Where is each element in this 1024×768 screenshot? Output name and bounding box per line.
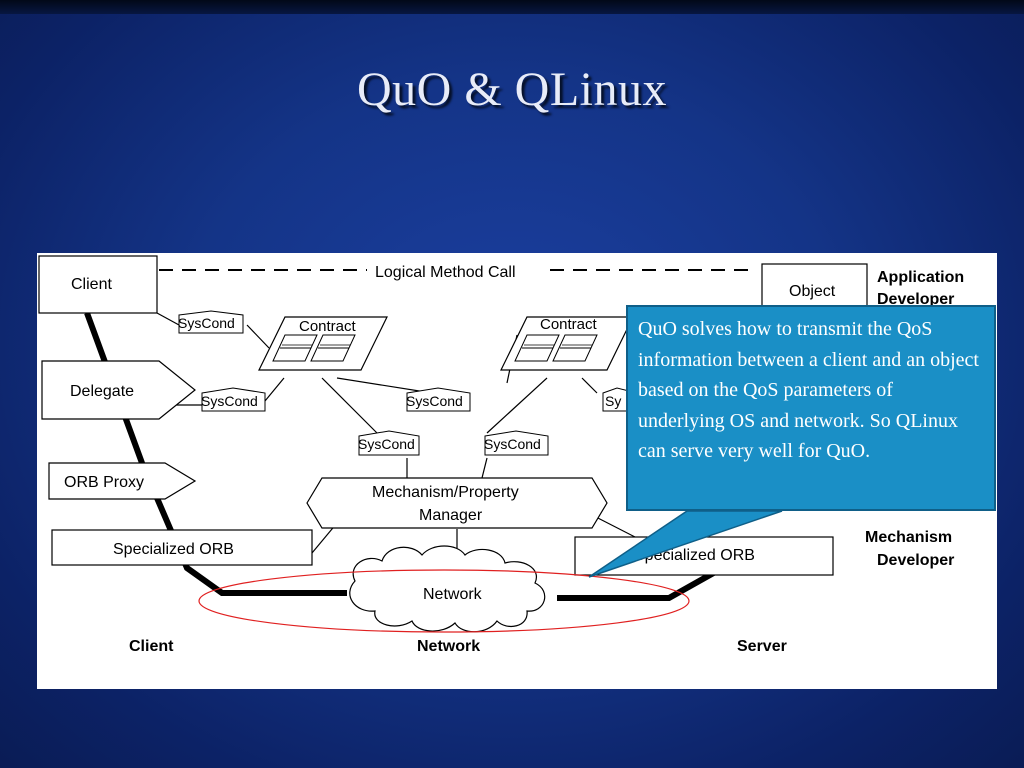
specialized-orb-right-box: [574, 536, 834, 576]
highlight-ellipse: [198, 569, 690, 633]
orb-proxy-label: ORB Proxy: [64, 474, 144, 491]
specialized-orb-left-label: Specialized ORB: [113, 541, 234, 558]
specialized-orb-left-box: [51, 529, 313, 566]
orb-proxy-shape: [48, 462, 197, 500]
client-box: [38, 255, 158, 314]
mechanism-manager-shape: [306, 477, 608, 529]
bottom-client-label: Client: [129, 638, 174, 655]
syscond-tag-5: SysCond: [484, 430, 549, 456]
object-box: [761, 263, 868, 310]
logical-call-label: Logical Method Call: [375, 264, 516, 281]
role-mech-line1: Mechanism: [865, 529, 952, 546]
role-mech-line2: Developer: [877, 552, 954, 569]
delegate-shape: [41, 360, 196, 420]
syscond-tag-4: SysCond: [358, 430, 420, 456]
callout-box: QuO solves how to transmit the QoS infor…: [626, 305, 996, 511]
contract-left-label: Contract: [299, 318, 357, 335]
svg-text:SysCond: SysCond: [484, 436, 541, 452]
object-box-label: Object: [789, 283, 836, 300]
mechanism-manager-line2: Manager: [419, 507, 483, 524]
network-cloud: Network: [349, 545, 546, 633]
syscond-tag-2: SysCond: [201, 387, 266, 412]
top-dark-band: [0, 0, 1024, 14]
logical-call-label-bg: [367, 258, 547, 282]
delegate-label: Delegate: [70, 383, 134, 400]
svg-text:SysCond: SysCond: [406, 393, 463, 409]
svg-text:Sy: Sy: [605, 393, 621, 409]
bottom-network-label: Network: [417, 638, 480, 655]
callout-pointer: [588, 510, 783, 578]
svg-text:SysCond: SysCond: [201, 393, 258, 409]
client-box-label: Client: [71, 276, 112, 293]
syscond-tag-3: SysCond: [406, 387, 471, 412]
contract-left: Contract: [258, 316, 388, 371]
contract-right-label: Contract: [540, 316, 598, 333]
network-cloud-label: Network: [423, 586, 483, 603]
role-app-line2: Developer: [877, 291, 954, 308]
syscond-tag-6: Sy: [602, 387, 630, 412]
role-app-line1: Application: [877, 269, 964, 286]
bottom-server-label: Server: [737, 638, 787, 655]
svg-text:SysCond: SysCond: [178, 315, 235, 331]
svg-text:SysCond: SysCond: [358, 436, 415, 452]
contract-right: Contract: [500, 316, 634, 371]
syscond-tag-1: SysCond: [178, 310, 244, 334]
slide-title: QuO & QLinux: [357, 63, 667, 116]
diagram-canvas: Logical Method Call Client Object Delega…: [38, 255, 964, 655]
mechanism-manager-line1: Mechanism/Property: [372, 484, 519, 501]
